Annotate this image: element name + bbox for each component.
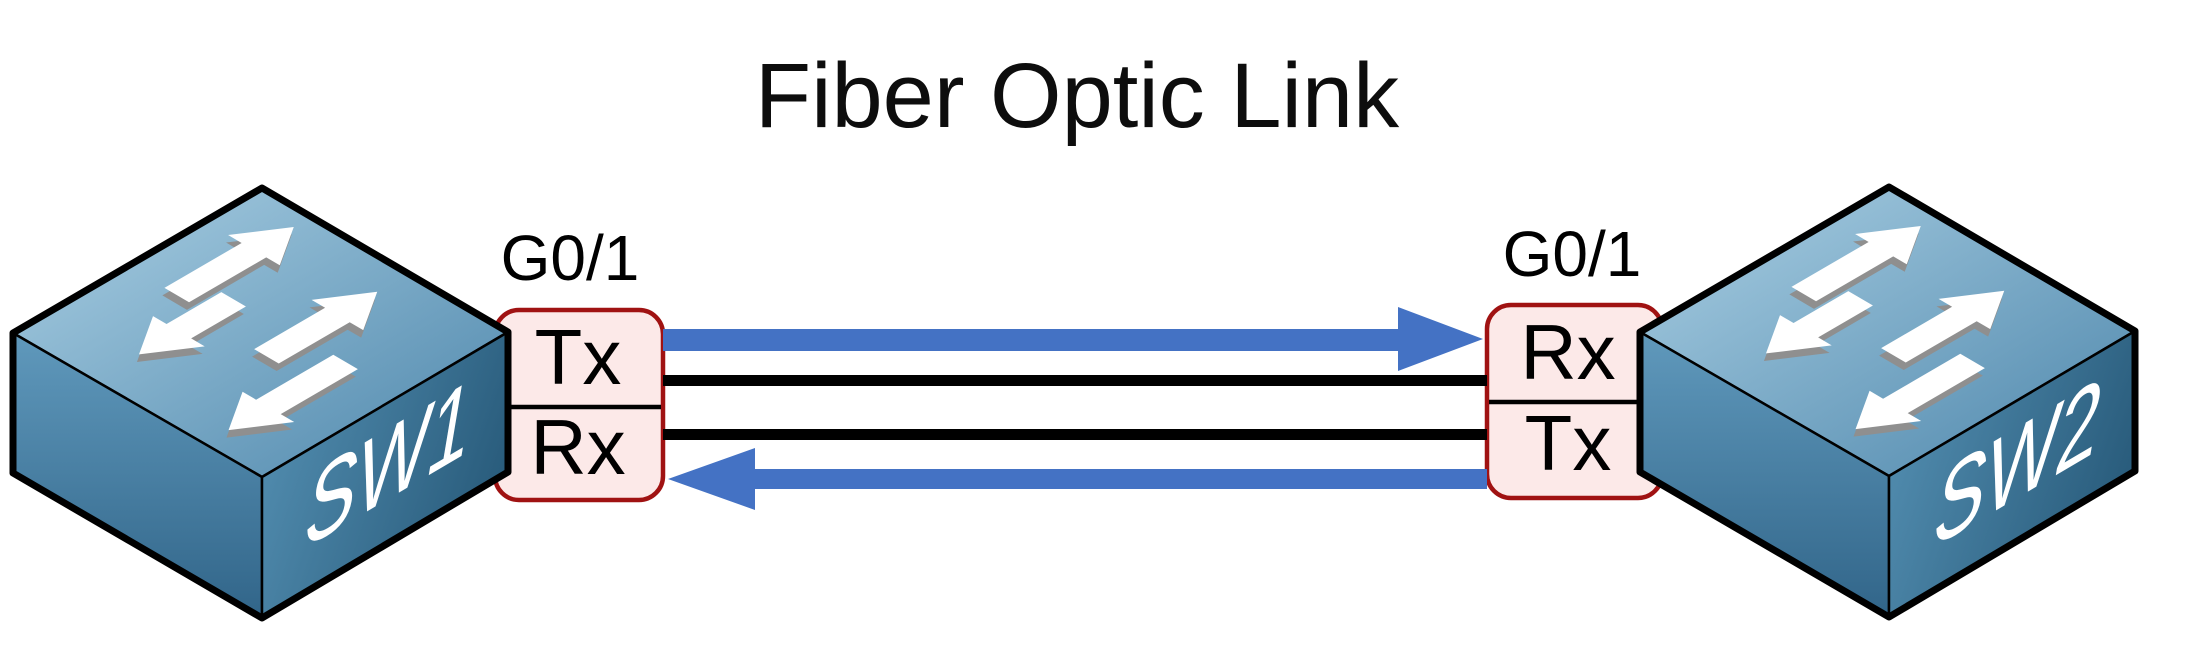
sw1-tx-label: Tx	[535, 313, 622, 401]
sw2-tx-label: Tx	[1525, 399, 1612, 487]
sw1-port-box: G0/1 Tx Rx	[492, 222, 666, 503]
sw2-rx-label: Rx	[1520, 308, 1615, 396]
sw1-rx-label: Rx	[530, 403, 625, 491]
fiber-link	[663, 307, 1487, 510]
switch-sw2: SW2	[1640, 187, 2135, 617]
switch-sw1: SW1	[13, 188, 508, 618]
diagram-title: Fiber Optic Link	[755, 45, 1400, 147]
sw1-port-label: G0/1	[501, 222, 640, 294]
sw2-port-label: G0/1	[1503, 218, 1642, 290]
signal-arrow-right-icon	[663, 307, 1483, 371]
fiber-strand-bottom	[663, 429, 1487, 440]
fiber-strand-top	[663, 375, 1487, 386]
sw2-port-box: G0/1 Rx Tx	[1484, 218, 1665, 501]
signal-arrow-left-icon	[668, 448, 1487, 510]
